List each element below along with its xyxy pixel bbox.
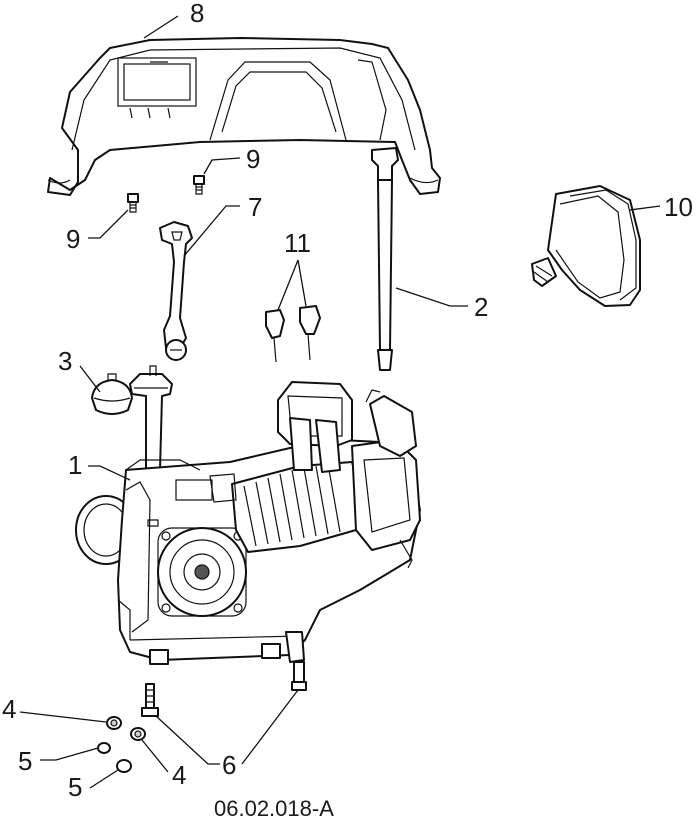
plug-part-lower xyxy=(117,760,131,772)
callout-5-lower: 5 xyxy=(68,772,82,802)
plug-part-upper xyxy=(98,743,110,753)
figure-id: 06.02.018-A xyxy=(214,796,334,821)
drain-plug-part-left xyxy=(142,684,158,716)
callout-7: 7 xyxy=(248,192,262,222)
fuel-cap-part xyxy=(92,374,132,414)
callout-9-upper: 9 xyxy=(246,144,260,174)
callout-6: 6 xyxy=(222,750,236,780)
ignition-key-part-left xyxy=(266,310,284,362)
ignition-key-part-right xyxy=(300,306,320,360)
callout-2: 2 xyxy=(474,292,488,322)
callout-4-upper: 4 xyxy=(2,694,16,724)
callout-3: 3 xyxy=(58,346,72,376)
callout-1: 1 xyxy=(68,450,82,480)
callout-4-lower: 4 xyxy=(172,760,186,790)
washer-part-upper xyxy=(107,717,121,729)
air-filter-cover-part xyxy=(532,186,640,306)
screw-part-upper xyxy=(194,176,204,194)
callout-10: 10 xyxy=(664,192,693,222)
callout-9-lower: 9 xyxy=(66,224,80,254)
callout-8: 8 xyxy=(190,0,204,28)
drain-plug-part-right xyxy=(292,662,306,690)
plug-wrench-part xyxy=(160,222,192,360)
dipstick-tube-part xyxy=(372,148,398,370)
callout-11: 11 xyxy=(284,228,311,258)
callout-5-upper: 5 xyxy=(18,746,32,776)
screw-part-lower xyxy=(128,194,138,212)
washer-part-lower xyxy=(131,728,145,740)
